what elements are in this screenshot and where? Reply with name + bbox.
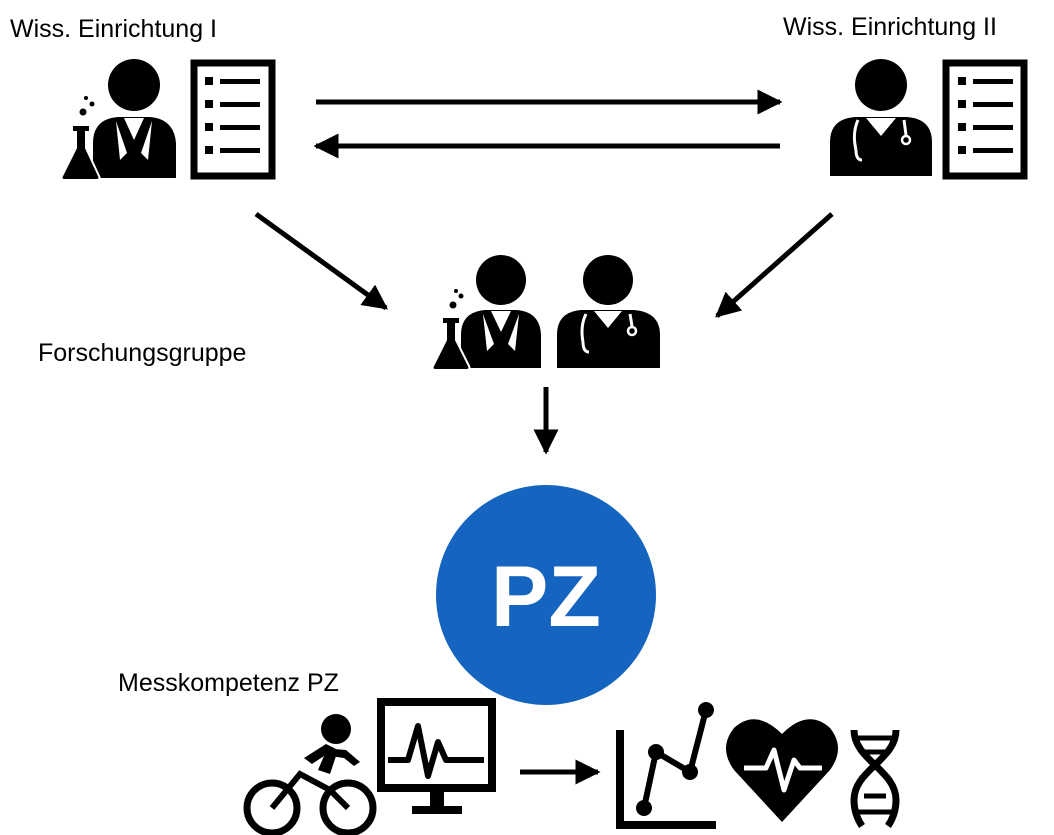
arrow-inst2-to-group — [715, 212, 834, 318]
institution-2-label: Wiss. Einrichtung II — [783, 13, 997, 41]
dna-icon — [850, 729, 900, 828]
document-list-icon — [942, 59, 1028, 180]
heart-rate-icon — [726, 719, 838, 822]
research-group-label: Forschungsgruppe — [38, 339, 247, 367]
scientist-icon — [60, 59, 176, 181]
doctor-icon — [830, 59, 932, 176]
cyclist-icon — [243, 714, 377, 835]
pz-label: PZ — [491, 549, 601, 645]
research-group-doctor-icon — [557, 255, 660, 368]
research-group-scientist-icon — [431, 255, 541, 371]
institution-1-label: Wiss. Einrichtung I — [10, 15, 218, 43]
document-list-icon — [190, 59, 276, 180]
line-chart-icon — [616, 702, 716, 829]
pz-circle — [436, 485, 656, 705]
monitor-ecg-icon — [377, 698, 496, 814]
arrow-inst1-to-group — [254, 211, 389, 311]
measurement-competence-label: Messkompetenz PZ — [118, 669, 339, 697]
